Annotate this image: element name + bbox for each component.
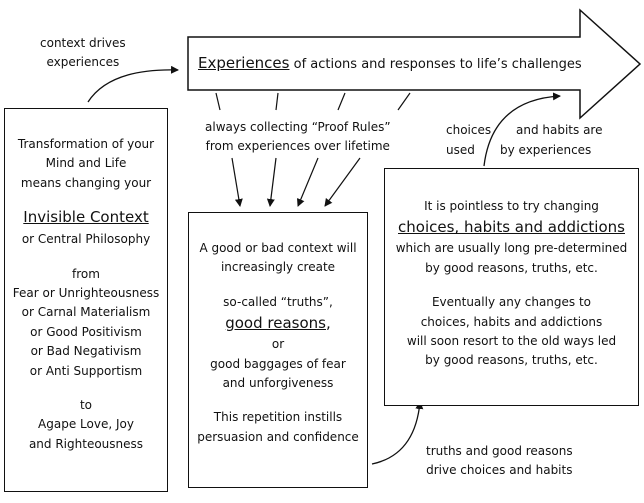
right-line3: by good reasons, truths, etc. bbox=[425, 260, 598, 275]
proof-tick-4 bbox=[397, 92, 411, 111]
middle-line3: so-called “truths”, bbox=[223, 294, 333, 309]
proof-arrow-3 bbox=[297, 157, 319, 207]
choices-habits-title: choices, habits and addictions bbox=[398, 218, 625, 237]
middle-line8: persuasion and confidence bbox=[197, 429, 359, 444]
left-item5: or Anti Supportism bbox=[29, 363, 143, 378]
right-line6: will soon resort to the old ways led bbox=[406, 333, 617, 348]
middle-line7: This repetition instills bbox=[213, 410, 343, 425]
right-line2: which are usually long pre-determined bbox=[395, 241, 628, 256]
invisible-context-title: Invisible Context bbox=[23, 208, 149, 227]
middle-line1: A good or bad context will bbox=[199, 241, 357, 255]
experiences-word: Experiences bbox=[198, 54, 290, 72]
invisible-context-box: Transformation of your Mind and Life mea… bbox=[4, 108, 168, 492]
right-line1: It is pointless to try changing bbox=[424, 199, 599, 213]
left-item2: or Carnal Materialism bbox=[21, 305, 151, 320]
left-to: to bbox=[79, 397, 93, 412]
left-from: from bbox=[72, 266, 100, 281]
right-line5: choices, habits and addictions bbox=[420, 314, 603, 329]
left-item1: Fear or Unrighteousness bbox=[12, 285, 160, 300]
choices-note-word: choices bbox=[446, 123, 492, 137]
left-subtitle: or Central Philosophy bbox=[21, 232, 151, 247]
context-note: context drives experiences bbox=[40, 36, 126, 70]
right-box-content: It is pointless to try changing choices,… bbox=[385, 199, 638, 368]
proof-tick-1 bbox=[215, 92, 221, 111]
proof-rules-note: always collecting “Proof Rules” from exp… bbox=[205, 120, 391, 154]
good-reasons-box: A good or bad context will increasingly … bbox=[188, 212, 368, 488]
choices-to-experiences-arrow bbox=[483, 92, 561, 167]
left-line1: Transformation of your bbox=[17, 137, 155, 151]
experiences-rest: of actions and responses to life’s chall… bbox=[293, 57, 582, 72]
left-to1: Agape Love, Joy bbox=[38, 417, 134, 432]
good-reasons-title-row: good reasons, bbox=[189, 314, 367, 332]
left-line3: means changing your bbox=[20, 175, 152, 190]
experiences-label: Experiences of actions and responses to … bbox=[198, 54, 582, 73]
left-to2: and Righteousness bbox=[28, 436, 144, 451]
left-box-content: Transformation of your Mind and Life mea… bbox=[5, 137, 167, 451]
context-note-line2: experiences bbox=[46, 55, 120, 70]
left-item3: or Good Positivism bbox=[30, 324, 142, 339]
proof-arrow-2 bbox=[266, 157, 277, 207]
proof-tick-3 bbox=[337, 92, 346, 111]
left-item4: or Bad Negativism bbox=[30, 344, 142, 359]
proof-arrow-1 bbox=[231, 157, 243, 207]
truths-note-line2: drive choices and habits bbox=[426, 463, 573, 478]
good-reasons-title: good reasons bbox=[225, 314, 326, 333]
middle-line4: or bbox=[271, 337, 285, 352]
middle-line6: and unforgiveness bbox=[222, 375, 334, 390]
proof-tick-2 bbox=[275, 92, 279, 111]
middle-line2: increasingly create bbox=[220, 260, 336, 275]
habits-are-note: and habits are bbox=[516, 123, 603, 137]
proof-rules-line2: from experiences over lifetime bbox=[205, 139, 390, 154]
context-note-line1: context drives bbox=[40, 36, 126, 50]
good-reasons-comma: , bbox=[325, 314, 331, 333]
context-to-experiences-arrow bbox=[87, 65, 179, 103]
right-line7: by good reasons, truths, etc. bbox=[425, 353, 598, 368]
used-note-word: used bbox=[446, 143, 475, 157]
truths-note-line1: truths and good reasons bbox=[426, 444, 573, 458]
left-line2: Mind and Life bbox=[45, 156, 127, 171]
proof-rules-line1: always collecting “Proof Rules” bbox=[205, 120, 391, 134]
choices-habits-box: It is pointless to try changing choices,… bbox=[384, 168, 639, 406]
by-experiences-note: by experiences bbox=[500, 143, 592, 157]
experiences-block-arrow bbox=[187, 8, 642, 120]
proof-arrow-4 bbox=[324, 157, 361, 207]
middle-line5: good baggages of fear bbox=[210, 356, 346, 371]
truths-to-choices-arrow bbox=[371, 401, 424, 465]
right-line4: Eventually any changes to bbox=[431, 295, 592, 310]
truths-note: truths and good reasons drive choices an… bbox=[426, 444, 573, 478]
middle-box-content: A good or bad context will increasingly … bbox=[189, 241, 367, 444]
